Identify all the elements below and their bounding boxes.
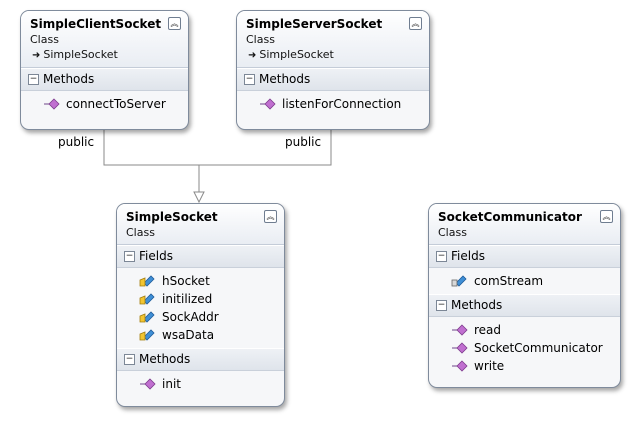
- member-name: hSocket: [162, 274, 210, 288]
- member-name: wsaData: [162, 328, 215, 342]
- method-icon: [452, 360, 468, 372]
- collapse-minus-icon[interactable]: −: [244, 74, 255, 85]
- inherits-arrow-icon: ➜: [248, 50, 257, 61]
- label-public-right: public: [285, 135, 322, 149]
- member-name: read: [474, 323, 502, 337]
- member-method[interactable]: SocketCommunicator: [429, 339, 620, 357]
- section-methods[interactable]: − Methods: [117, 348, 284, 371]
- class-name: SocketCommunicator: [438, 210, 582, 224]
- member-name: comStream: [474, 274, 544, 288]
- class-socketcommunicator[interactable]: SocketCommunicator Class ︽ − Fields comS…: [428, 203, 621, 388]
- section-title: Methods: [451, 298, 503, 312]
- section-title: Methods: [259, 72, 311, 86]
- member-name: SocketCommunicator: [474, 341, 603, 355]
- section-title: Fields: [139, 249, 173, 263]
- protected-field-icon: [139, 275, 155, 287]
- base-class: ➜SimpleSocket: [30, 47, 180, 63]
- class-header: SocketCommunicator Class ︽: [429, 204, 620, 245]
- member-method[interactable]: write: [429, 357, 620, 375]
- connector-client: [103, 129, 200, 192]
- label-public-left: public: [58, 135, 95, 149]
- member-name: initilized: [162, 292, 213, 306]
- collapse-minus-icon[interactable]: −: [28, 74, 39, 85]
- private-field-icon: [451, 275, 467, 287]
- section-methods[interactable]: − Methods: [429, 294, 620, 317]
- generalization-arrowhead: [193, 191, 205, 204]
- collapse-chevron-icon[interactable]: ︽: [409, 17, 422, 30]
- protected-field-icon: [139, 293, 155, 305]
- member-name: init: [162, 377, 181, 391]
- member-name: write: [474, 359, 505, 373]
- inherits-arrow-icon: ➜: [32, 50, 41, 61]
- class-name: SimpleSocket: [126, 210, 218, 224]
- base-class: ➜SimpleSocket: [246, 47, 421, 63]
- collapse-minus-icon[interactable]: −: [436, 300, 447, 311]
- collapse-minus-icon[interactable]: −: [124, 354, 135, 365]
- member-name: connectToServer: [66, 97, 166, 111]
- class-name: SimpleClientSocket: [30, 17, 162, 31]
- section-title: Methods: [139, 352, 191, 366]
- method-icon: [452, 342, 468, 354]
- base-class-name: SimpleSocket: [43, 48, 118, 61]
- section-title: Methods: [43, 72, 95, 86]
- class-name: SimpleServerSocket: [246, 17, 383, 31]
- protected-field-icon: [139, 311, 155, 323]
- class-header: SimpleSocket Class ︽: [117, 204, 284, 245]
- member-name: SockAddr: [162, 310, 219, 324]
- class-stereotype: Class: [30, 33, 59, 46]
- collapse-chevron-icon[interactable]: ︽: [600, 210, 613, 223]
- collapse-minus-icon[interactable]: −: [436, 251, 447, 262]
- member-method[interactable]: connectToServer: [21, 95, 188, 113]
- section-fields[interactable]: − Fields: [117, 245, 284, 268]
- collapse-minus-icon[interactable]: −: [124, 251, 135, 262]
- class-header: SimpleServerSocket Class ➜SimpleSocket ︽: [237, 11, 429, 68]
- connector-server: [199, 129, 332, 166]
- class-header: SimpleClientSocket Class ➜SimpleSocket ︽: [21, 11, 188, 68]
- collapse-chevron-icon[interactable]: ︽: [168, 17, 181, 30]
- section-methods[interactable]: − Methods: [21, 68, 188, 91]
- class-simplesocket[interactable]: SimpleSocket Class ︽ − Fields hSocket in…: [116, 203, 285, 407]
- member-field[interactable]: SockAddr: [117, 308, 284, 326]
- member-method[interactable]: read: [429, 321, 620, 339]
- method-icon: [44, 98, 60, 110]
- collapse-chevron-icon[interactable]: ︽: [264, 210, 277, 223]
- class-stereotype: Class: [246, 33, 275, 46]
- class-stereotype: Class: [438, 226, 467, 239]
- member-method[interactable]: init: [117, 375, 284, 393]
- class-simpleclientsocket[interactable]: SimpleClientSocket Class ➜SimpleSocket ︽…: [20, 10, 189, 130]
- section-methods[interactable]: − Methods: [237, 68, 429, 91]
- class-stereotype: Class: [126, 226, 155, 239]
- section-title: Fields: [451, 249, 485, 263]
- member-method[interactable]: listenForConnection: [237, 95, 429, 113]
- protected-method-icon: [140, 378, 156, 390]
- protected-field-icon: [139, 329, 155, 341]
- class-simpleserversocket[interactable]: SimpleServerSocket Class ➜SimpleSocket ︽…: [236, 10, 430, 130]
- member-field[interactable]: comStream: [429, 272, 620, 290]
- method-icon: [452, 324, 468, 336]
- base-class-name: SimpleSocket: [259, 48, 334, 61]
- method-icon: [260, 98, 276, 110]
- member-field[interactable]: initilized: [117, 290, 284, 308]
- member-field[interactable]: hSocket: [117, 272, 284, 290]
- section-fields[interactable]: − Fields: [429, 245, 620, 268]
- member-name: listenForConnection: [282, 97, 402, 111]
- member-field[interactable]: wsaData: [117, 326, 284, 344]
